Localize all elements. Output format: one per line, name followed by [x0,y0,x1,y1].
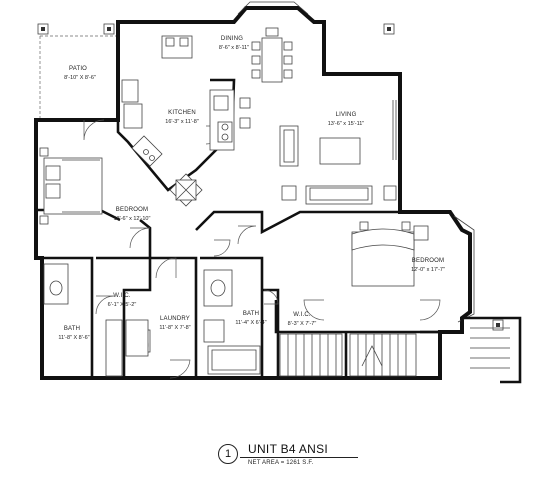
room-label-kitchen: KITCHEN 16'-3" x 11'-8" [165,110,198,125]
net-area: NET AREA = 1261 S.F. [248,460,314,466]
svg-text:12'-0" x 17'-7": 12'-0" x 17'-7" [411,267,445,273]
room-label-bath2: BATH 11'-4" X 6'-4" [235,311,266,326]
living-furniture [279,125,397,205]
svg-text:11'-4" X 6'-4": 11'-4" X 6'-4" [235,320,266,326]
svg-text:13'-6" x 15'-11": 13'-6" x 15'-11" [328,121,365,127]
svg-text:W.I.C.: W.I.C. [113,293,131,299]
svg-text:DINING: DINING [221,36,243,42]
column-marker-top-left [37,23,49,35]
column-marker-top-middle [103,23,115,35]
svg-text:8'-3" X 7'-7": 8'-3" X 7'-7" [288,321,317,327]
svg-text:BEDROOM: BEDROOM [412,258,444,264]
svg-text:8'-10" X 8'-6": 8'-10" X 8'-6" [64,75,96,81]
dining-table-set [161,27,293,129]
svg-text:LAUNDRY: LAUNDRY [160,316,190,322]
bedroom2-furniture [351,221,429,287]
dining-bay-window [237,1,309,15]
room-label-wic1: W.I.C. 6'-1" X 5'-2" [108,293,137,308]
svg-text:W.I.C.: W.I.C. [293,312,311,318]
stair-right [349,333,417,377]
bath2-fixtures [203,269,261,375]
title-block: 1 UNIT B4 ANSI NET AREA = 1261 S.F. [218,440,358,470]
svg-text:6'-1" X 5'-2": 6'-1" X 5'-2" [108,302,137,308]
column-marker-top-right [383,23,395,35]
svg-text:PATIO: PATIO [69,66,87,72]
exterior-walls [34,6,472,380]
room-label-bedroom1: BEDROOM 13'-6" x 12'-10" [114,207,151,222]
svg-text:KITCHEN: KITCHEN [168,110,196,116]
svg-text:LIVING: LIVING [336,112,357,118]
room-label-wic2: W.I.C. 8'-3" X 7'-7" [288,312,317,327]
svg-text:11'-8" X 8'-6": 11'-8" X 8'-6" [58,335,89,341]
room-label-dining: DINING 8'-6" x 8'-11" [219,36,249,51]
room-label-living: LIVING 13'-6" x 15'-11" [328,112,365,127]
door-swings [83,119,441,379]
svg-text:16'-3" x 11'-8": 16'-3" x 11'-8" [165,119,198,125]
svg-text:BATH: BATH [243,311,259,317]
stair-left [279,333,343,377]
kitchen-fixtures [121,79,235,207]
svg-text:BEDROOM: BEDROOM [116,207,148,213]
room-label-bedroom2: BEDROOM 12'-0" x 17'-7" [411,258,445,273]
svg-text:8'-6" x 8'-11": 8'-6" x 8'-11" [219,45,249,51]
svg-text:11'-8" X 7'-8": 11'-8" X 7'-8" [159,325,190,331]
drawing-title: UNIT B4 ANSI [248,442,329,456]
title-underline [240,457,358,458]
entry-steps [460,316,522,384]
bedroom1-furniture [39,147,103,225]
room-label-bath1: BATH 11'-8" X 8'-6" [58,326,89,341]
svg-text:13'-6" x 12'-10": 13'-6" x 12'-10" [114,216,151,222]
drawing-number: 1 [218,444,238,464]
room-label-laundry: LAUNDRY 11'-8" X 7'-8" [159,316,190,331]
column-marker-bottom-right [492,319,504,331]
laundry-fixtures [125,319,149,357]
room-label-patio: PATIO 8'-10" X 8'-6" [64,66,96,81]
living-window [392,100,397,160]
svg-text:BATH: BATH [64,326,80,332]
